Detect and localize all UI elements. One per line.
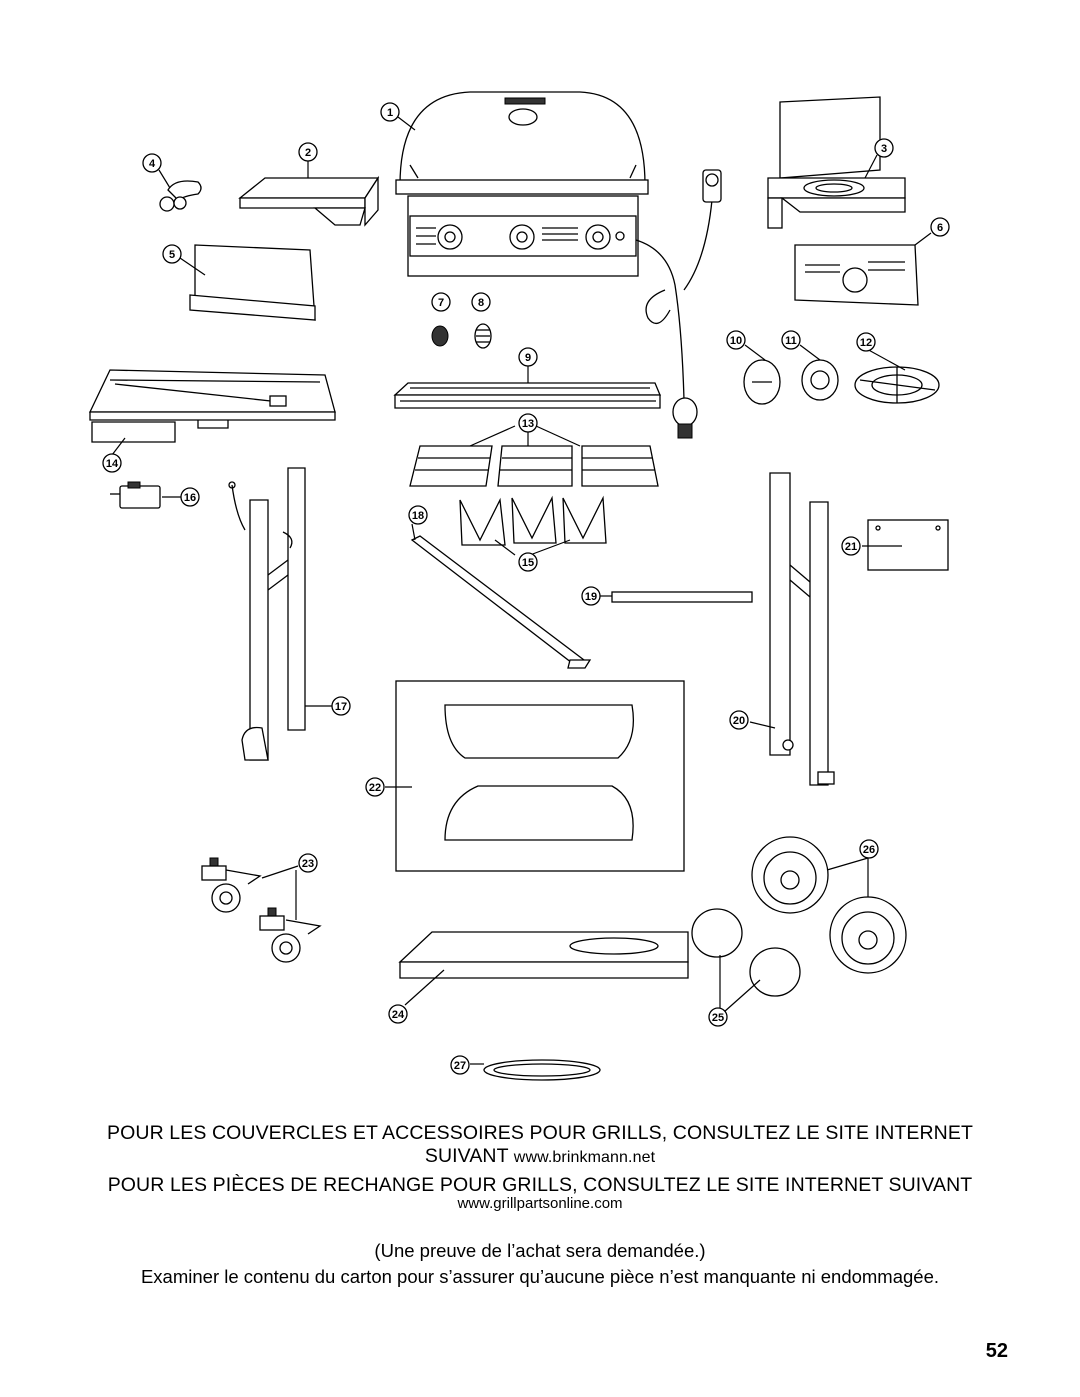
part-27-ring xyxy=(483,1059,601,1081)
svg-text:27: 27 xyxy=(454,1060,466,1072)
svg-text:9: 9 xyxy=(525,352,531,364)
callout-11: 11 xyxy=(781,330,801,350)
callout-27: 27 xyxy=(450,1055,470,1075)
svg-text:20: 20 xyxy=(733,715,745,727)
part-14-grease-tray xyxy=(88,369,336,443)
callout-18: 18 xyxy=(408,505,428,525)
callout-7: 7 xyxy=(431,292,451,312)
callout-14: 14 xyxy=(102,453,122,473)
svg-text:4: 4 xyxy=(149,158,156,170)
callout-17: 17 xyxy=(331,696,351,716)
callout-13: 13 xyxy=(518,413,538,433)
examine-carton-note: Examiner le contenu du carton pour s’ass… xyxy=(140,1266,940,1287)
callout-19: 19 xyxy=(581,586,601,606)
svg-text:14: 14 xyxy=(106,458,119,470)
svg-text:24: 24 xyxy=(392,1009,405,1021)
svg-text:2: 2 xyxy=(305,147,311,159)
svg-text:7: 7 xyxy=(438,297,444,309)
part-18-brace xyxy=(410,535,592,669)
callout-4: 4 xyxy=(142,153,162,173)
callout-23: 23 xyxy=(298,853,318,873)
page-number: 52 xyxy=(985,1340,1008,1362)
svg-text:8: 8 xyxy=(478,297,484,309)
covers-info-line1: POUR LES COUVERCLES ET ACCESSOIRES POUR … xyxy=(107,1122,973,1144)
part-2-side-shelf xyxy=(238,175,380,227)
part-23-casters xyxy=(201,857,322,963)
part-9-warming-rack xyxy=(393,382,661,409)
svg-text:16: 16 xyxy=(184,492,196,504)
leader-lines xyxy=(111,116,932,1065)
exploded-parts-diagram: 1 2 3 4 5 6 7 8 9 10 11 12 13 14 15 16 1… xyxy=(88,91,950,1081)
callout-15: 15 xyxy=(518,552,538,572)
svg-text:5: 5 xyxy=(169,249,175,261)
svg-text:18: 18 xyxy=(412,510,424,522)
part-5-panel xyxy=(189,244,316,321)
callout-21: 21 xyxy=(841,536,861,556)
part-6-side-burner-panel xyxy=(794,244,919,306)
svg-text:23: 23 xyxy=(302,858,314,870)
callout-1: 1 xyxy=(380,102,400,122)
svg-text:25: 25 xyxy=(712,1012,724,1024)
part-24-bottom-shelf xyxy=(398,931,689,979)
svg-text:22: 22 xyxy=(369,782,381,794)
part-4-valve xyxy=(159,180,202,212)
callout-3: 3 xyxy=(874,138,894,158)
parts-url-link[interactable]: www.grillpartsonline.com xyxy=(457,1195,623,1212)
part-22-panel xyxy=(395,680,685,872)
svg-text:15: 15 xyxy=(522,557,534,569)
callout-22: 22 xyxy=(365,777,385,797)
svg-text:21: 21 xyxy=(845,541,857,553)
covers-info-prefix: SUIVANT xyxy=(424,1145,514,1167)
part-17-left-leg xyxy=(228,467,306,761)
svg-text:26: 26 xyxy=(863,844,875,856)
part-20-right-leg xyxy=(769,472,835,786)
callout-6: 6 xyxy=(930,217,950,237)
callout-20: 20 xyxy=(729,710,749,730)
part-16-igniter xyxy=(110,481,161,509)
part-10-knob xyxy=(743,359,781,405)
svg-text:17: 17 xyxy=(335,701,347,713)
part-21-plate xyxy=(867,519,949,571)
part-7-8-hardware xyxy=(431,323,492,349)
svg-text:11: 11 xyxy=(785,335,797,347)
part-1-lid xyxy=(395,91,649,195)
callout-12: 12 xyxy=(856,332,876,352)
callout-9: 9 xyxy=(518,347,538,367)
callout-24: 24 xyxy=(388,1004,408,1024)
callout-26: 26 xyxy=(859,839,879,859)
svg-text:6: 6 xyxy=(937,222,943,234)
part-25-wheel-caps xyxy=(691,908,801,997)
svg-text:3: 3 xyxy=(881,143,887,155)
svg-text:12: 12 xyxy=(860,337,872,349)
svg-text:1: 1 xyxy=(387,107,393,119)
part-19-rod xyxy=(611,591,753,603)
part-13-cooking-grates xyxy=(409,445,659,487)
callout-25: 25 xyxy=(708,1007,728,1027)
callout-2: 2 xyxy=(298,142,318,162)
regulator-hose xyxy=(635,169,722,439)
callout-8: 8 xyxy=(471,292,491,312)
covers-url-link[interactable]: www.brinkmann.net xyxy=(513,1149,656,1166)
parts-info-line1: POUR LES PIÈCES DE RECHANGE POUR GRILLS,… xyxy=(107,1174,973,1196)
covers-info-line2: SUIVANT www.brinkmann.net xyxy=(0,1145,1080,1168)
svg-text:19: 19 xyxy=(585,591,597,603)
svg-text:13: 13 xyxy=(522,418,534,430)
part-3-side-burner xyxy=(767,96,906,229)
part-26-wheels xyxy=(751,836,907,974)
part-15-flame-tamers xyxy=(459,495,607,546)
callout-16: 16 xyxy=(180,487,200,507)
firebox-control-panel xyxy=(407,195,639,277)
proof-of-purchase-note: (Une preuve de l’achat sera demandée.) xyxy=(374,1240,706,1261)
callout-10: 10 xyxy=(726,330,746,350)
callout-5: 5 xyxy=(162,244,182,264)
part-11-bezel xyxy=(801,359,839,401)
part-12-burner-grate xyxy=(854,366,940,404)
svg-text:10: 10 xyxy=(730,335,742,347)
